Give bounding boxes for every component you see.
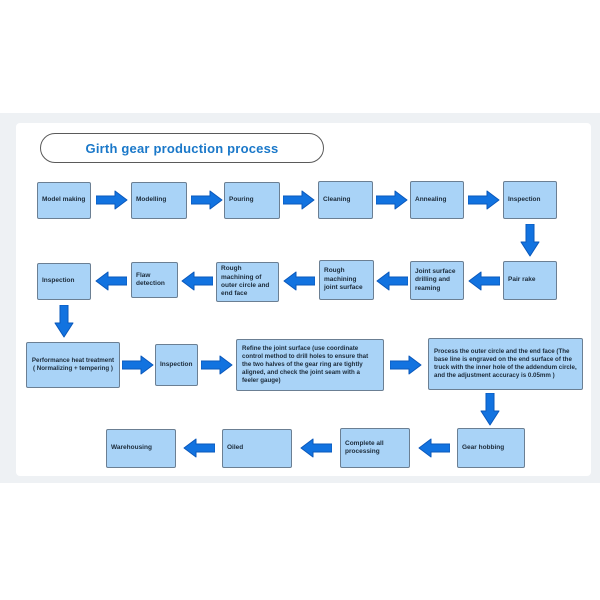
node-oiled: Oiled	[222, 429, 292, 468]
node-pouring: Pouring	[224, 182, 280, 219]
arrow-left-icon	[468, 271, 500, 291]
node-inspection-2: Inspection	[37, 263, 91, 300]
arrow-right-icon	[122, 355, 154, 375]
arrow-left-icon	[181, 271, 213, 291]
node-inspection-3: Inspection	[155, 344, 198, 386]
arrow-right-icon	[96, 190, 128, 210]
arrow-right-icon	[201, 355, 233, 375]
node-pair-rake: Pair rake	[503, 261, 557, 300]
node-warehousing: Warehousing	[106, 429, 176, 468]
node-process-outer-circle: Process the outer circle and the end fac…	[428, 338, 583, 390]
diagram-title-pill: Girth gear production process	[40, 133, 324, 163]
arrow-left-icon	[376, 271, 408, 291]
node-model-making: Model making	[37, 182, 91, 219]
node-annealing: Annealing	[410, 181, 464, 219]
diagram-title: Girth gear production process	[85, 140, 279, 156]
arrow-left-icon	[418, 438, 450, 458]
arrow-right-icon	[283, 190, 315, 210]
node-complete-all-processing: Complete all processing	[340, 428, 410, 468]
node-inspection-1: Inspection	[503, 181, 557, 219]
arrow-left-icon	[95, 271, 127, 291]
arrow-left-icon	[283, 271, 315, 291]
node-joint-surface-drilling: Joint surface drilling and reaming	[410, 261, 464, 300]
arrow-left-icon	[183, 438, 215, 458]
arrow-down-icon	[54, 305, 74, 338]
node-rough-machining-joint-surface: Rough machining joint surface	[319, 260, 374, 300]
arrow-right-icon	[376, 190, 408, 210]
node-performance-heat-treatment: Performance heat treatment ( Normalizing…	[26, 342, 120, 388]
arrow-right-icon	[468, 190, 500, 210]
arrow-down-icon	[480, 393, 500, 426]
arrow-down-icon	[520, 224, 540, 257]
node-cleaning: Cleaning	[318, 181, 373, 219]
node-modelling: Modelling	[131, 182, 187, 219]
arrow-left-icon	[300, 438, 332, 458]
arrow-right-icon	[191, 190, 223, 210]
node-flaw-detection: Flaw detection	[131, 262, 178, 298]
node-rough-machining-outer-circle: Rough machining of outer circle and end …	[216, 262, 279, 302]
node-refine-joint-surface: Refine the joint surface (use coordinate…	[236, 339, 384, 391]
arrow-right-icon	[390, 355, 422, 375]
node-gear-hobbing: Gear hobbing	[457, 428, 525, 468]
